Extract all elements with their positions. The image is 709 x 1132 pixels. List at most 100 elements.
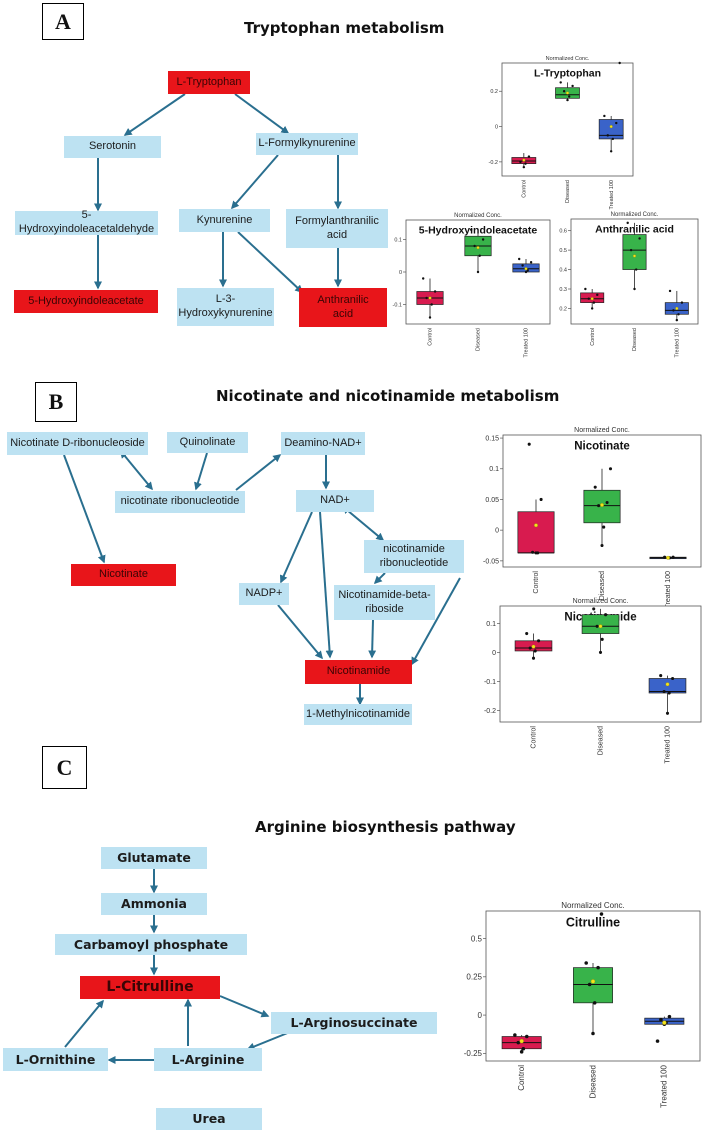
node-urea: Urea (156, 1108, 262, 1130)
data-point (527, 442, 531, 446)
chart-l-tryptophan: Normalized Conc.L-Tryptophan-0.200.2Cont… (489, 56, 634, 209)
node-kynurenine: Kynurenine (179, 209, 270, 232)
data-point (476, 270, 480, 274)
chart-title: Citrulline (566, 916, 620, 930)
data-point (529, 261, 533, 264)
mean-marker (531, 644, 536, 649)
arrow-nr-to-nicotinamide (368, 619, 377, 659)
data-point (567, 95, 571, 98)
mean-marker (598, 624, 603, 629)
data-point (430, 303, 433, 306)
box-control (517, 511, 555, 554)
y-tick-label: 0.6 (559, 229, 567, 235)
x-tick-label: Diseased (632, 328, 638, 351)
node-carbamoyl-phosphate: Carbamoyl phosphate (55, 934, 247, 955)
y-tick-label: 0.2 (490, 89, 498, 95)
data-point (618, 61, 621, 65)
x-tick-label: Treated 100 (665, 571, 672, 609)
node-nicotinamide-ribonucleotide: nicotinamide ribonucleotide (364, 540, 464, 573)
panel-title-a: Tryptophan metabolism (244, 19, 445, 37)
x-tick-label: Diseased (598, 726, 605, 755)
node-1-methylnicotinamide: 1-Methylnicotinamide (304, 704, 412, 725)
node-nadp: NADP+ (239, 583, 289, 605)
chart-citrulline: Normalized Conc.Citrulline-0.2500.250.5C… (464, 901, 701, 1108)
data-point (602, 525, 606, 529)
arrow-argininosuccinate-to-arginine (246, 1031, 291, 1051)
node-deamino-nad: Deamino-NAD+ (281, 432, 365, 455)
y-tick-label: 0.1 (394, 237, 402, 243)
data-point (469, 228, 473, 231)
data-point (665, 711, 670, 715)
chart-anthranilic-acid: Normalized Conc.Anthranilic acid0.20.30.… (559, 212, 699, 357)
data-point (559, 81, 562, 84)
arrow-nmn-to-riboside (373, 572, 386, 585)
data-point (671, 676, 675, 681)
x-tick-label: Treated 100 (609, 180, 615, 209)
x-tick-label: Diseased (588, 1065, 597, 1098)
y-tick-label: 0.2 (559, 306, 567, 312)
mean-marker (665, 682, 670, 687)
arrow-nad-nicotinamide-ribonucleotide (342, 505, 385, 541)
node-formylanthranilic-acid: Formylanthranilic acid (286, 209, 388, 248)
mean-marker (522, 158, 526, 162)
chart-5-hydroxyindoleacetate: Normalized Conc.5-Hydroxyindoleacetate-0… (393, 213, 551, 357)
mean-marker (590, 979, 596, 984)
x-tick-label: Control (531, 726, 538, 749)
data-point (478, 254, 481, 257)
data-point (667, 691, 671, 695)
chart-nicotinamide: Normalized Conc.Nicotinamide-0.2-0.100.1… (484, 598, 702, 764)
panel-letter-a: A (42, 3, 84, 40)
node-nicotinate: Nicotinate (71, 564, 176, 586)
y-tick-label: -0.1 (393, 302, 402, 308)
node-glutamate: Glutamate (101, 847, 207, 869)
x-tick-label: Diseased (599, 571, 606, 600)
x-tick-label: Diseased (565, 180, 571, 203)
arrow-nad-to-nicotinamide (319, 511, 334, 659)
x-tick-label: Treated 100 (674, 328, 680, 357)
data-point (611, 137, 615, 141)
arrow-nadp-to-nicotinamide (277, 604, 323, 660)
node-nad: NAD+ (296, 490, 374, 512)
data-point (596, 965, 600, 970)
data-point (531, 550, 535, 554)
mean-marker (662, 1020, 667, 1025)
y-tick-label: 0.15 (485, 436, 499, 443)
data-point (527, 155, 531, 158)
chart-header: Normalized Conc. (574, 427, 630, 434)
data-point (600, 543, 604, 548)
data-point (433, 290, 437, 293)
mean-marker (476, 246, 480, 250)
y-tick-label: -0.05 (483, 558, 499, 565)
chart-header: Normalized Conc. (454, 213, 502, 219)
node-l-ornithine: L-Ornithine (3, 1048, 108, 1071)
arrow-formylkyn-to-kynurenine (231, 154, 279, 210)
arrow-nad-to-nadp (279, 511, 313, 584)
data-point (595, 624, 599, 628)
data-point (525, 1034, 529, 1039)
panel-title-b: Nicotinate and nicotinamide metabolism (216, 387, 560, 405)
arrow-trp-to-serotonin (123, 93, 186, 136)
data-point (596, 293, 599, 297)
data-point (591, 1031, 595, 1036)
arrow-riboside-to-nicotinate (63, 454, 106, 564)
node-l-formylkynurenine: L-Formylkynurenine (256, 133, 358, 155)
arrow-kynurenine-to-anthranilic (237, 231, 304, 294)
data-point (593, 485, 597, 489)
y-tick-label: 0.1 (489, 466, 499, 473)
mean-marker (590, 297, 594, 301)
y-tick-label: 0.5 (471, 934, 483, 943)
mean-marker (519, 1038, 524, 1044)
y-tick-label: 0.1 (486, 621, 496, 628)
box-diseased (581, 614, 620, 634)
node-nicotinate-ribonucleotide: nicotinate ribonucleotide (115, 491, 245, 513)
y-tick-label: 0 (495, 528, 499, 535)
chart-title: L-Tryptophan (534, 68, 601, 80)
data-point (672, 309, 675, 312)
node-nicotinamide: Nicotinamide (305, 660, 412, 684)
mean-marker (675, 306, 679, 310)
data-point (516, 1040, 521, 1045)
data-point (525, 632, 529, 636)
data-point (597, 504, 601, 508)
mean-marker (632, 254, 637, 258)
data-point (528, 646, 532, 650)
